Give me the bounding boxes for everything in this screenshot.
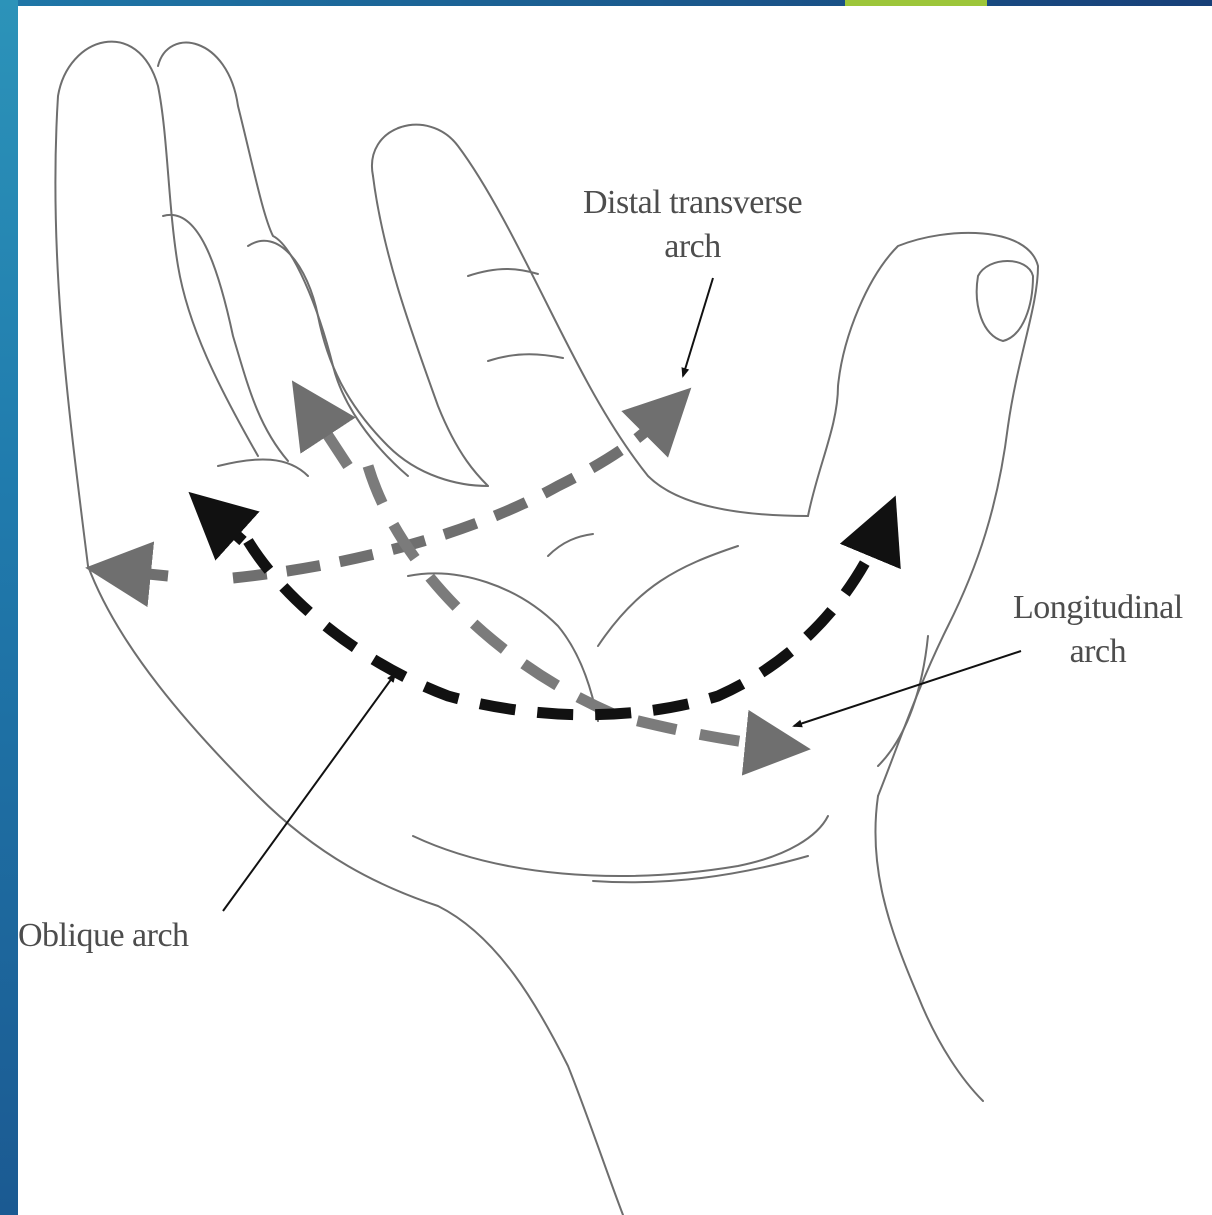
hand-outline (55, 42, 1038, 1215)
distal-transverse-pointer (683, 278, 713, 376)
ring-finger-inner-line (163, 215, 288, 461)
distal-transverse-label-line1: Distal transverse (583, 181, 802, 225)
oblique-label-line1: Oblique arch (18, 914, 189, 958)
palm-crease-small (548, 534, 593, 556)
oblique-arch-label: Oblique arch (18, 914, 189, 958)
label-pointers (223, 278, 1021, 911)
longitudinal-label-line2: arch (1013, 630, 1183, 674)
index-finger-crease-1 (468, 269, 538, 276)
diagram-canvas: Distal transverse arch Longitudinal arch… (18, 6, 1212, 1215)
middle-finger-crease (218, 459, 308, 476)
thumbnail-outline (977, 261, 1033, 341)
wrist-crease-2 (593, 856, 808, 882)
longitudinal-arch-label: Longitudinal arch (1013, 586, 1183, 674)
little-finger-outline (55, 42, 258, 566)
palm-crease-upper (598, 546, 738, 646)
distal-transverse-arch-label: Distal transverse arch (583, 181, 802, 269)
distal-transverse-arch-left-arrow (118, 571, 168, 576)
left-border-strip (0, 0, 18, 1215)
wrist-right-edge (875, 796, 983, 1101)
distal-transverse-arch-arrow (233, 411, 668, 578)
thumb-outline (808, 233, 1038, 796)
longitudinal-label-line1: Longitudinal (1013, 586, 1183, 630)
ring-finger-outline (158, 43, 408, 476)
longitudinal-arch-tail-arrow (213, 514, 243, 541)
oblique-arch-tail-arrow (310, 408, 348, 466)
middle-finger-outline (248, 241, 488, 486)
index-finger-crease-2 (488, 354, 563, 361)
distal-transverse-label-line2: arch (583, 225, 802, 269)
distal-transverse-arch (118, 411, 668, 578)
index-finger-side (373, 176, 488, 486)
palm-left-edge (88, 566, 623, 1215)
thumb-base-line (878, 636, 928, 766)
oblique-pointer (223, 674, 395, 911)
longitudinal-arch-arrow (248, 526, 883, 715)
longitudinal-pointer (794, 651, 1021, 726)
